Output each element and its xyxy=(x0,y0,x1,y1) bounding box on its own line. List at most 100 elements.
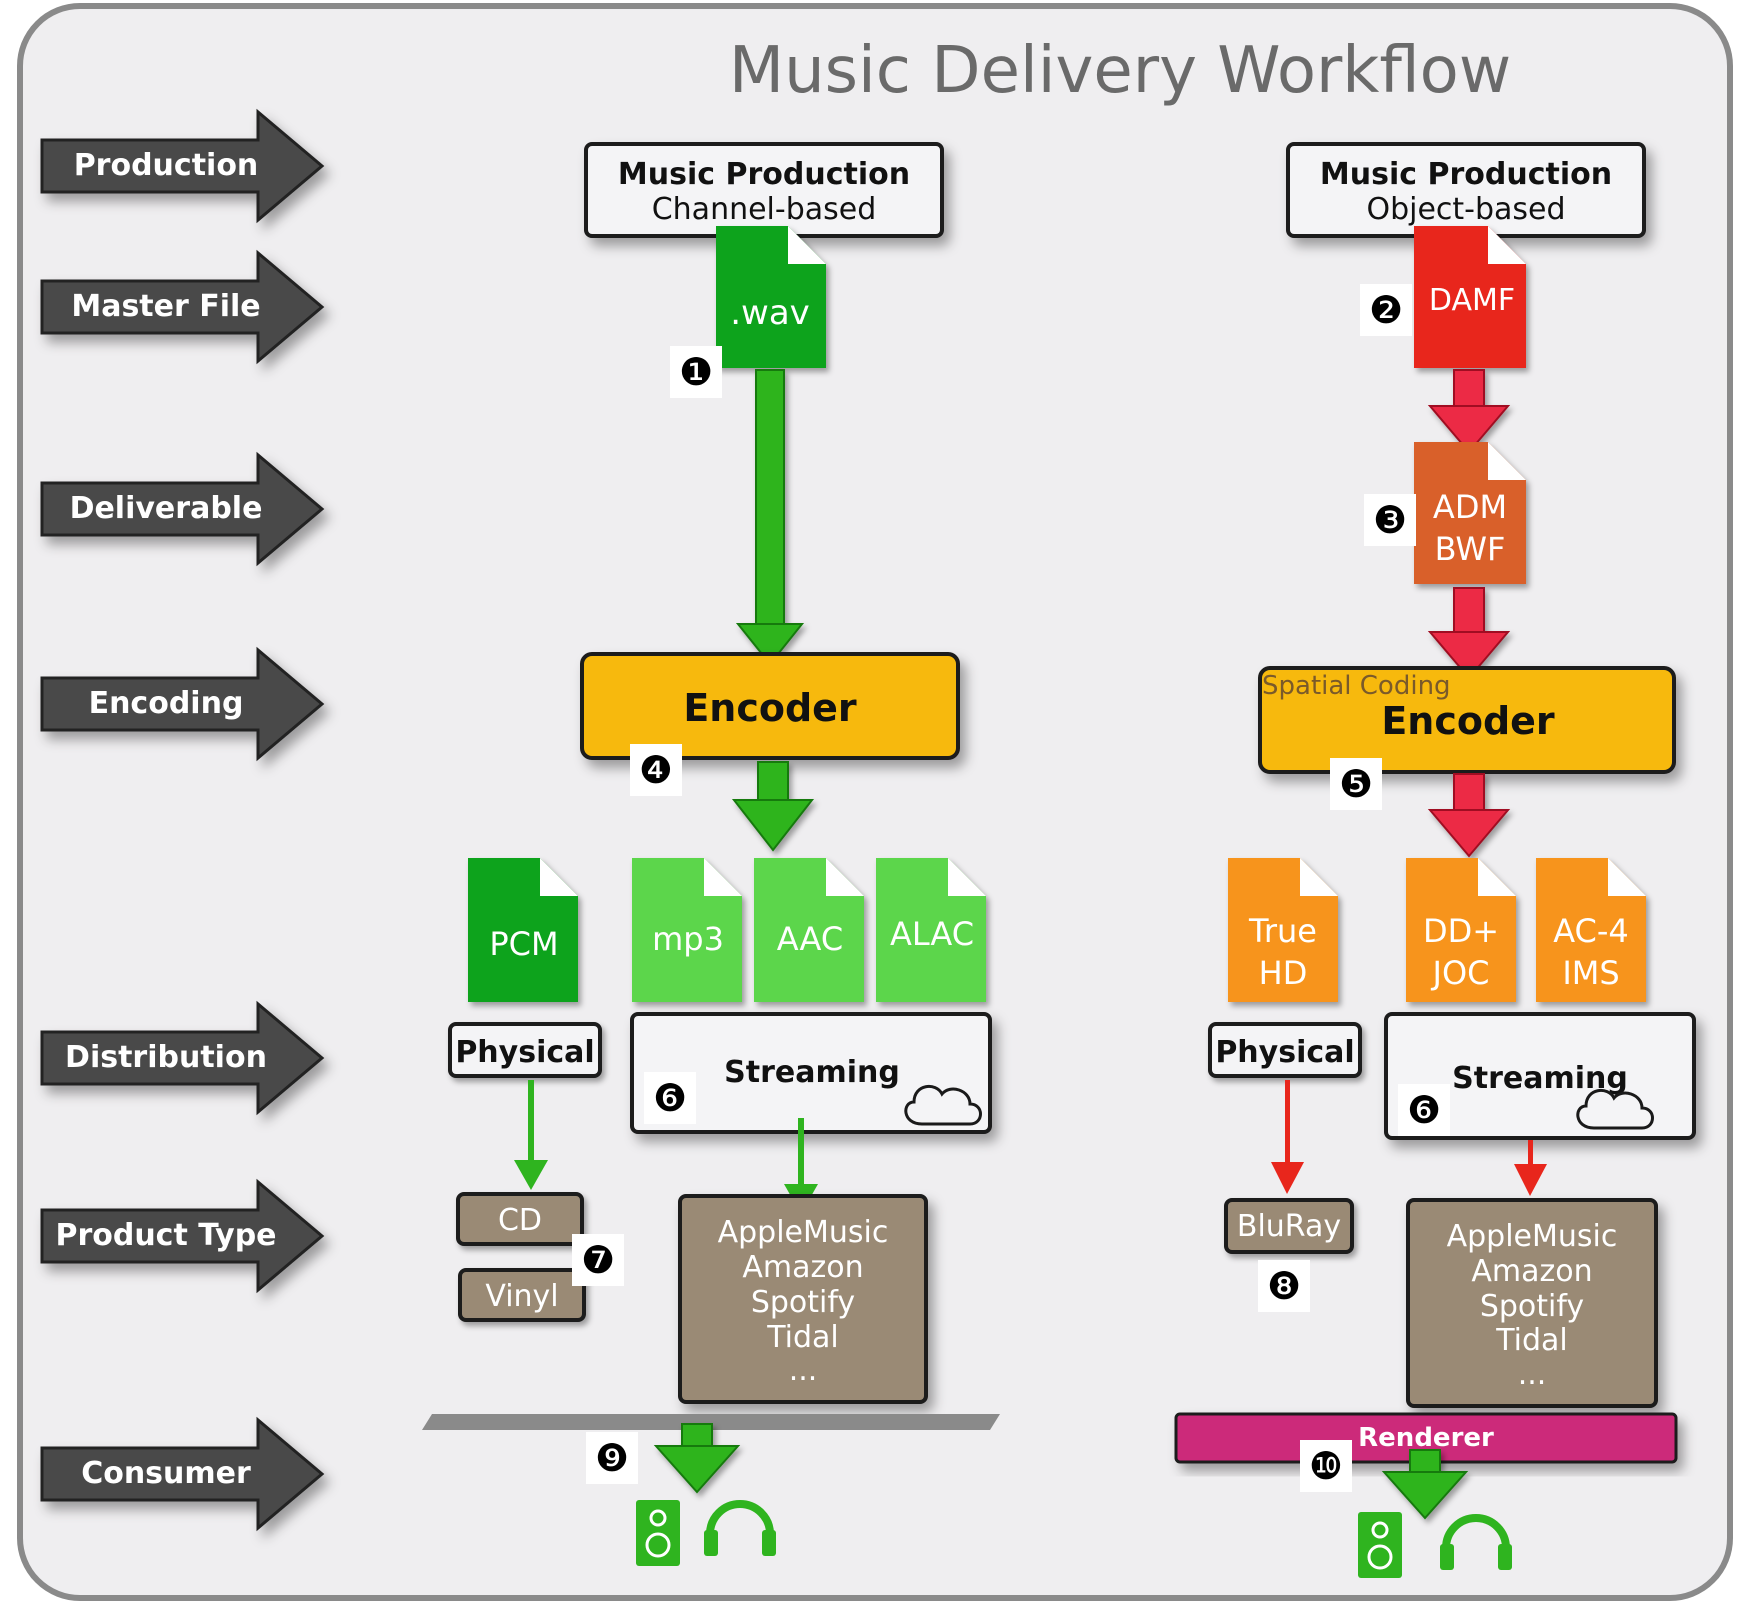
service-name: Tidal xyxy=(1495,1323,1568,1358)
stage-arrow-encoding: Encoding xyxy=(40,646,325,762)
stage-label: Master File xyxy=(71,289,260,324)
wav-file-icon xyxy=(716,226,826,368)
bluray-box xyxy=(1224,1198,1354,1254)
svg-text:❻: ❻ xyxy=(1407,1088,1441,1132)
cd-label: CD xyxy=(498,1203,542,1238)
bwf-label: BWF xyxy=(1435,530,1506,568)
aac-file-label: AAC xyxy=(777,920,843,958)
diagram-title: Music Delivery Workflow xyxy=(729,34,1511,108)
left-physical-box xyxy=(448,1022,602,1078)
left-encoder-box xyxy=(580,652,960,760)
adm-bwf-file-icon xyxy=(1414,442,1526,584)
vinyl-label: Vinyl xyxy=(485,1279,558,1314)
service-name: ... xyxy=(789,1353,818,1388)
service-name: AppleMusic xyxy=(718,1215,889,1250)
svg-text:❶: ❶ xyxy=(679,350,713,394)
service-name: Tidal xyxy=(766,1320,839,1355)
svg-text:❷: ❷ xyxy=(1369,288,1403,332)
right-physical-label: Physical xyxy=(1215,1035,1354,1070)
svg-text:❻: ❻ xyxy=(653,1076,687,1120)
stage-label: Deliverable xyxy=(70,491,263,526)
badge-8: ❽ xyxy=(1258,1260,1310,1312)
left-production-title: Music Production xyxy=(618,157,910,192)
service-name: Amazon xyxy=(1471,1254,1592,1289)
speaker-icon xyxy=(1358,1512,1402,1578)
svg-text:❾: ❾ xyxy=(595,1436,629,1480)
svg-text:❺: ❺ xyxy=(1339,762,1373,806)
wav-file-label: .wav xyxy=(730,293,810,333)
right-encoder-box xyxy=(1258,666,1676,774)
badge-3: ❸ xyxy=(1364,494,1416,546)
stage-label: Distribution xyxy=(65,1040,267,1075)
service-name: ... xyxy=(1518,1357,1547,1392)
pcm-file-label: PCM xyxy=(489,925,558,963)
left-collector-bar xyxy=(422,1414,1000,1430)
left-services-box xyxy=(678,1194,928,1404)
badge-4: ❹ xyxy=(630,744,682,796)
flow-arrow-physical-to-bluray xyxy=(1271,1080,1304,1194)
flow-arrow-adm-to-encoder xyxy=(1427,587,1511,680)
ddp-joc-file-icon xyxy=(1406,858,1516,1002)
flow-arrow-encoder-to-formats xyxy=(731,761,815,852)
right-encoder-label: Encoder xyxy=(1381,699,1555,743)
right-production-subtitle: Object-based xyxy=(1366,192,1565,227)
left-streaming-label: Streaming xyxy=(724,1055,900,1090)
stage-label: Production xyxy=(74,148,259,183)
bluray-label: BluRay xyxy=(1237,1209,1341,1244)
vinyl-box xyxy=(458,1268,586,1322)
svg-text:❹: ❹ xyxy=(639,748,673,792)
right-production-title: Music Production xyxy=(1320,157,1612,192)
pcm-file-icon xyxy=(468,858,578,1002)
flow-arrow-damf-to-adm xyxy=(1427,369,1511,454)
spatial-coding-note: Spatial Coding xyxy=(1262,671,1451,701)
svg-text:❿: ❿ xyxy=(1309,1444,1343,1488)
headphones-icon xyxy=(704,1500,776,1556)
ddp-joc-label-line2: JOC xyxy=(1431,954,1490,992)
headphones-icon xyxy=(1440,1514,1512,1570)
flow-arrow-right-streaming-to-services xyxy=(1514,1140,1547,1196)
svg-text:❸: ❸ xyxy=(1373,498,1407,542)
adm-label: ADM xyxy=(1433,488,1507,526)
ac4-ims-label-line2: IMS xyxy=(1562,954,1619,992)
right-services-box xyxy=(1406,1198,1658,1408)
badge-1: ❶ xyxy=(670,346,722,398)
badge-10: ❿ xyxy=(1300,1440,1352,1492)
aac-file-icon xyxy=(754,858,864,1002)
right-physical-box xyxy=(1208,1022,1362,1078)
flow-arrow-to-consumer-right xyxy=(1381,1449,1469,1520)
mp3-file-icon xyxy=(632,858,742,1002)
renderer-label: Renderer xyxy=(1358,1423,1494,1453)
badge-2: ❷ xyxy=(1360,284,1412,336)
left-encoder-label: Encoder xyxy=(683,686,857,730)
svg-text:❼: ❼ xyxy=(581,1238,615,1282)
svg-text:❽: ❽ xyxy=(1267,1264,1301,1308)
stage-label: Consumer xyxy=(81,1456,251,1491)
badge-7: ❼ xyxy=(572,1234,624,1286)
ac4-ims-label-line1: AC-4 xyxy=(1553,912,1629,950)
flow-arrow-to-consumer-left xyxy=(653,1423,741,1494)
stage-arrow-deliverable: Deliverable xyxy=(40,451,325,567)
cd-box xyxy=(456,1192,584,1246)
stage-arrow-production: Production xyxy=(40,108,325,224)
cloud-icon xyxy=(904,1085,982,1126)
badge-6-left: ❻ xyxy=(644,1072,696,1124)
service-name: Spotify xyxy=(751,1285,855,1320)
left-streaming-box xyxy=(630,1012,992,1134)
stage-arrow-consumer: Consumer xyxy=(40,1416,325,1532)
badge-9: ❾ xyxy=(586,1432,638,1484)
service-name: Amazon xyxy=(742,1250,863,1285)
flow-arrow-physical-to-cd xyxy=(514,1080,548,1190)
alac-file-label: ALAC xyxy=(890,915,974,953)
stage-arrow-distribution: Distribution xyxy=(40,1000,325,1116)
alac-file-icon xyxy=(876,858,986,1002)
flow-arrow-right-encoder-to-formats xyxy=(1427,773,1511,858)
truehd-label-line2: HD xyxy=(1259,954,1308,992)
ac4-ims-file-icon xyxy=(1536,858,1646,1002)
ddp-joc-label-line1: DD+ xyxy=(1423,912,1499,950)
cloud-icon xyxy=(1576,1089,1654,1130)
stage-arrow-master-file: Master File xyxy=(40,249,325,365)
badge-5: ❺ xyxy=(1330,758,1382,810)
truehd-file-icon xyxy=(1228,858,1338,1002)
stage-arrow-product-type: Product Type xyxy=(40,1178,325,1294)
badge-6-right: ❻ xyxy=(1398,1084,1450,1136)
